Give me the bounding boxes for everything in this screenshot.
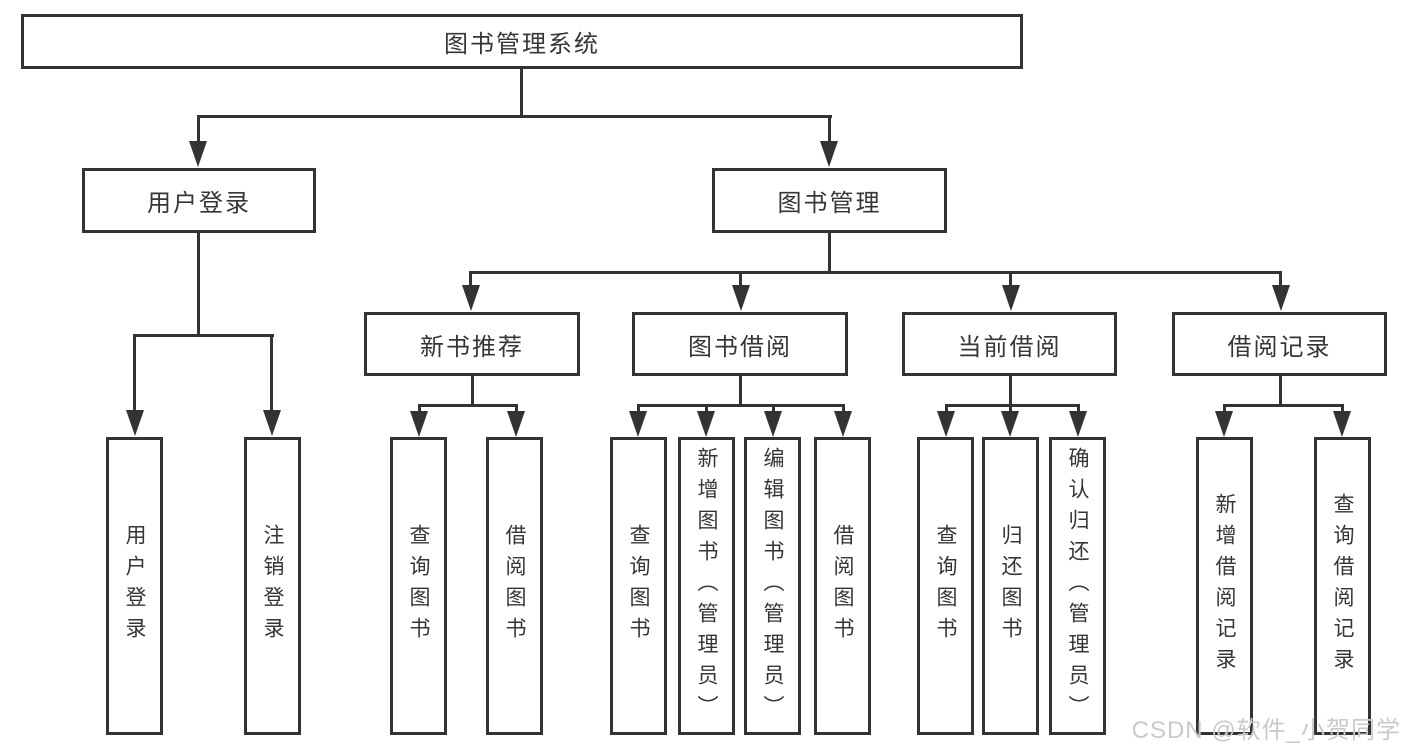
arrowhead-down-icon: [263, 410, 281, 436]
node-label: 用户登录: [123, 524, 146, 648]
connector-line: [772, 406, 775, 414]
arrowhead-down-icon: [1001, 411, 1019, 437]
connector-line: [637, 404, 845, 407]
connector-line: [515, 406, 518, 414]
connector-line: [739, 273, 742, 289]
node-current-borrow: 当前借阅: [902, 312, 1117, 376]
node-label: 当前借阅: [957, 333, 1062, 361]
connector-line: [828, 233, 831, 273]
connector-line: [418, 404, 518, 407]
arrowhead-down-icon: [834, 411, 852, 437]
node-book-management: 图书管理: [712, 168, 947, 233]
connector-line: [133, 334, 274, 337]
connector-line: [945, 406, 948, 414]
leaf-query-books-borrow: 查询图书: [610, 437, 667, 735]
node-label: 新书推荐: [420, 333, 524, 361]
connector-line: [842, 406, 845, 414]
leaf-borrow-books-recommend: 借阅图书: [486, 437, 543, 735]
arrowhead-down-icon: [126, 410, 144, 436]
arrowhead-down-icon: [189, 141, 207, 167]
connector-line: [1341, 406, 1344, 414]
connector-line: [1223, 404, 1344, 407]
node-label: 新增借阅记录: [1213, 493, 1236, 679]
node-label: 编辑图书（管理员）: [761, 446, 784, 726]
node-label: 借阅图书: [831, 524, 854, 648]
node-label: 图书管理系统: [444, 31, 600, 58]
leaf-query-books-recommend: 查询图书: [390, 437, 447, 735]
arrowhead-down-icon: [1272, 285, 1290, 311]
arrowhead-down-icon: [410, 411, 428, 437]
node-label: 确认归还（管理员）: [1066, 446, 1089, 726]
connector-line: [1009, 273, 1012, 289]
node-label: 查询图书: [934, 524, 957, 648]
node-label: 用户登录: [147, 190, 251, 217]
leaf-query-borrow-record: 查询借阅记录: [1314, 437, 1371, 735]
arrowhead-down-icon: [732, 285, 750, 311]
connector-line: [1009, 376, 1012, 406]
connector-line: [469, 273, 472, 289]
arrowhead-down-icon: [629, 411, 647, 437]
node-label: 注销登录: [261, 524, 284, 648]
connector-line: [418, 406, 421, 414]
leaf-user-login: 用户登录: [106, 437, 163, 735]
arrowhead-down-icon: [462, 285, 480, 311]
node-label: 借阅图书: [503, 524, 526, 648]
node-label: 图书借阅: [688, 333, 792, 361]
connector-line: [1223, 406, 1226, 414]
connector-line: [705, 406, 708, 414]
arrowhead-down-icon: [697, 411, 715, 437]
node-user-login: 用户登录: [82, 168, 316, 233]
node-root: 图书管理系统: [21, 14, 1023, 69]
arrowhead-down-icon: [1069, 411, 1087, 437]
leaf-add-borrow-record: 新增借阅记录: [1196, 437, 1253, 735]
node-label: 借阅记录: [1227, 333, 1332, 361]
connector-line: [469, 271, 1282, 274]
node-label: 图书管理: [777, 190, 882, 217]
connector-line: [1279, 376, 1282, 406]
leaf-query-books-current: 查询图书: [917, 437, 974, 735]
connector-line: [520, 68, 523, 117]
arrowhead-down-icon: [937, 411, 955, 437]
leaf-logout: 注销登录: [244, 437, 301, 735]
connector-line: [1279, 273, 1282, 289]
connector-line: [197, 116, 200, 146]
connector-line: [828, 116, 831, 146]
connector-line: [471, 376, 474, 406]
node-label: 归还图书: [999, 524, 1022, 648]
arrowhead-down-icon: [764, 411, 782, 437]
arrowhead-down-icon: [507, 411, 525, 437]
node-borrow-records: 借阅记录: [1172, 312, 1387, 376]
connector-line: [1009, 406, 1012, 414]
node-book-borrow: 图书借阅: [632, 312, 848, 376]
connector-line: [1077, 406, 1080, 414]
arrowhead-down-icon: [820, 141, 838, 167]
connector-line: [270, 336, 273, 414]
connector-line: [945, 404, 1080, 407]
leaf-confirm-return-admin: 确认归还（管理员）: [1049, 437, 1106, 735]
arrowhead-down-icon: [1333, 411, 1351, 437]
node-label: 新增图书（管理员）: [695, 446, 718, 726]
leaf-return-book: 归还图书: [982, 437, 1039, 735]
leaf-borrow-books: 借阅图书: [814, 437, 871, 735]
leaf-edit-book-admin: 编辑图书（管理员）: [744, 437, 801, 735]
node-new-book-recommend: 新书推荐: [364, 312, 580, 376]
arrowhead-down-icon: [1215, 411, 1233, 437]
connector-line: [197, 233, 200, 336]
node-label: 查询借阅记录: [1331, 493, 1354, 679]
node-label: 查询图书: [407, 524, 430, 648]
node-label: 查询图书: [627, 524, 650, 648]
connector-line: [197, 115, 832, 118]
arrowhead-down-icon: [1002, 285, 1020, 311]
connector-line: [739, 376, 742, 406]
connector-line: [133, 336, 136, 414]
connector-line: [637, 406, 640, 414]
leaf-add-book-admin: 新增图书（管理员）: [678, 437, 735, 735]
watermark: CSDN @软件_小贺同学: [1131, 717, 1401, 744]
